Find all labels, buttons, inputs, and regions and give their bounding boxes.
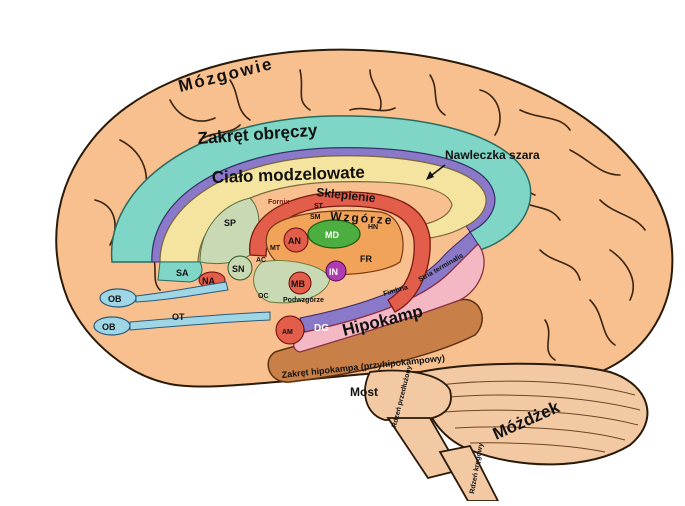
label-ot: OT	[172, 312, 185, 322]
label-indusium-griseum: Nawleczka szara	[445, 148, 540, 162]
label-dg: DG	[314, 323, 329, 334]
label-na: NA	[202, 276, 215, 286]
label-fr: FR	[360, 254, 372, 264]
label-in: IN	[329, 267, 338, 277]
label-sn: SN	[232, 264, 245, 274]
label-sa: SA	[176, 268, 189, 278]
label-ac: AC	[256, 257, 266, 264]
label-st: ST	[314, 203, 324, 210]
label-sm: SM	[310, 214, 321, 221]
label-pons: Most	[350, 385, 378, 399]
label-oc: OC	[258, 293, 269, 300]
label-am: AM	[282, 329, 293, 336]
label-mt: MT	[270, 245, 281, 252]
label-hn: HN	[368, 224, 378, 231]
label-ob-lower: OB	[102, 322, 116, 332]
label-fornix-latin: Fornix	[268, 199, 289, 206]
label-mb: MB	[291, 279, 305, 289]
label-md: MD	[325, 230, 339, 240]
label-hypothalamus: Podwzgórze	[283, 297, 324, 304]
label-an: AN	[288, 236, 301, 246]
label-sp: SP	[224, 218, 236, 228]
label-ob-upper: OB	[108, 294, 122, 304]
